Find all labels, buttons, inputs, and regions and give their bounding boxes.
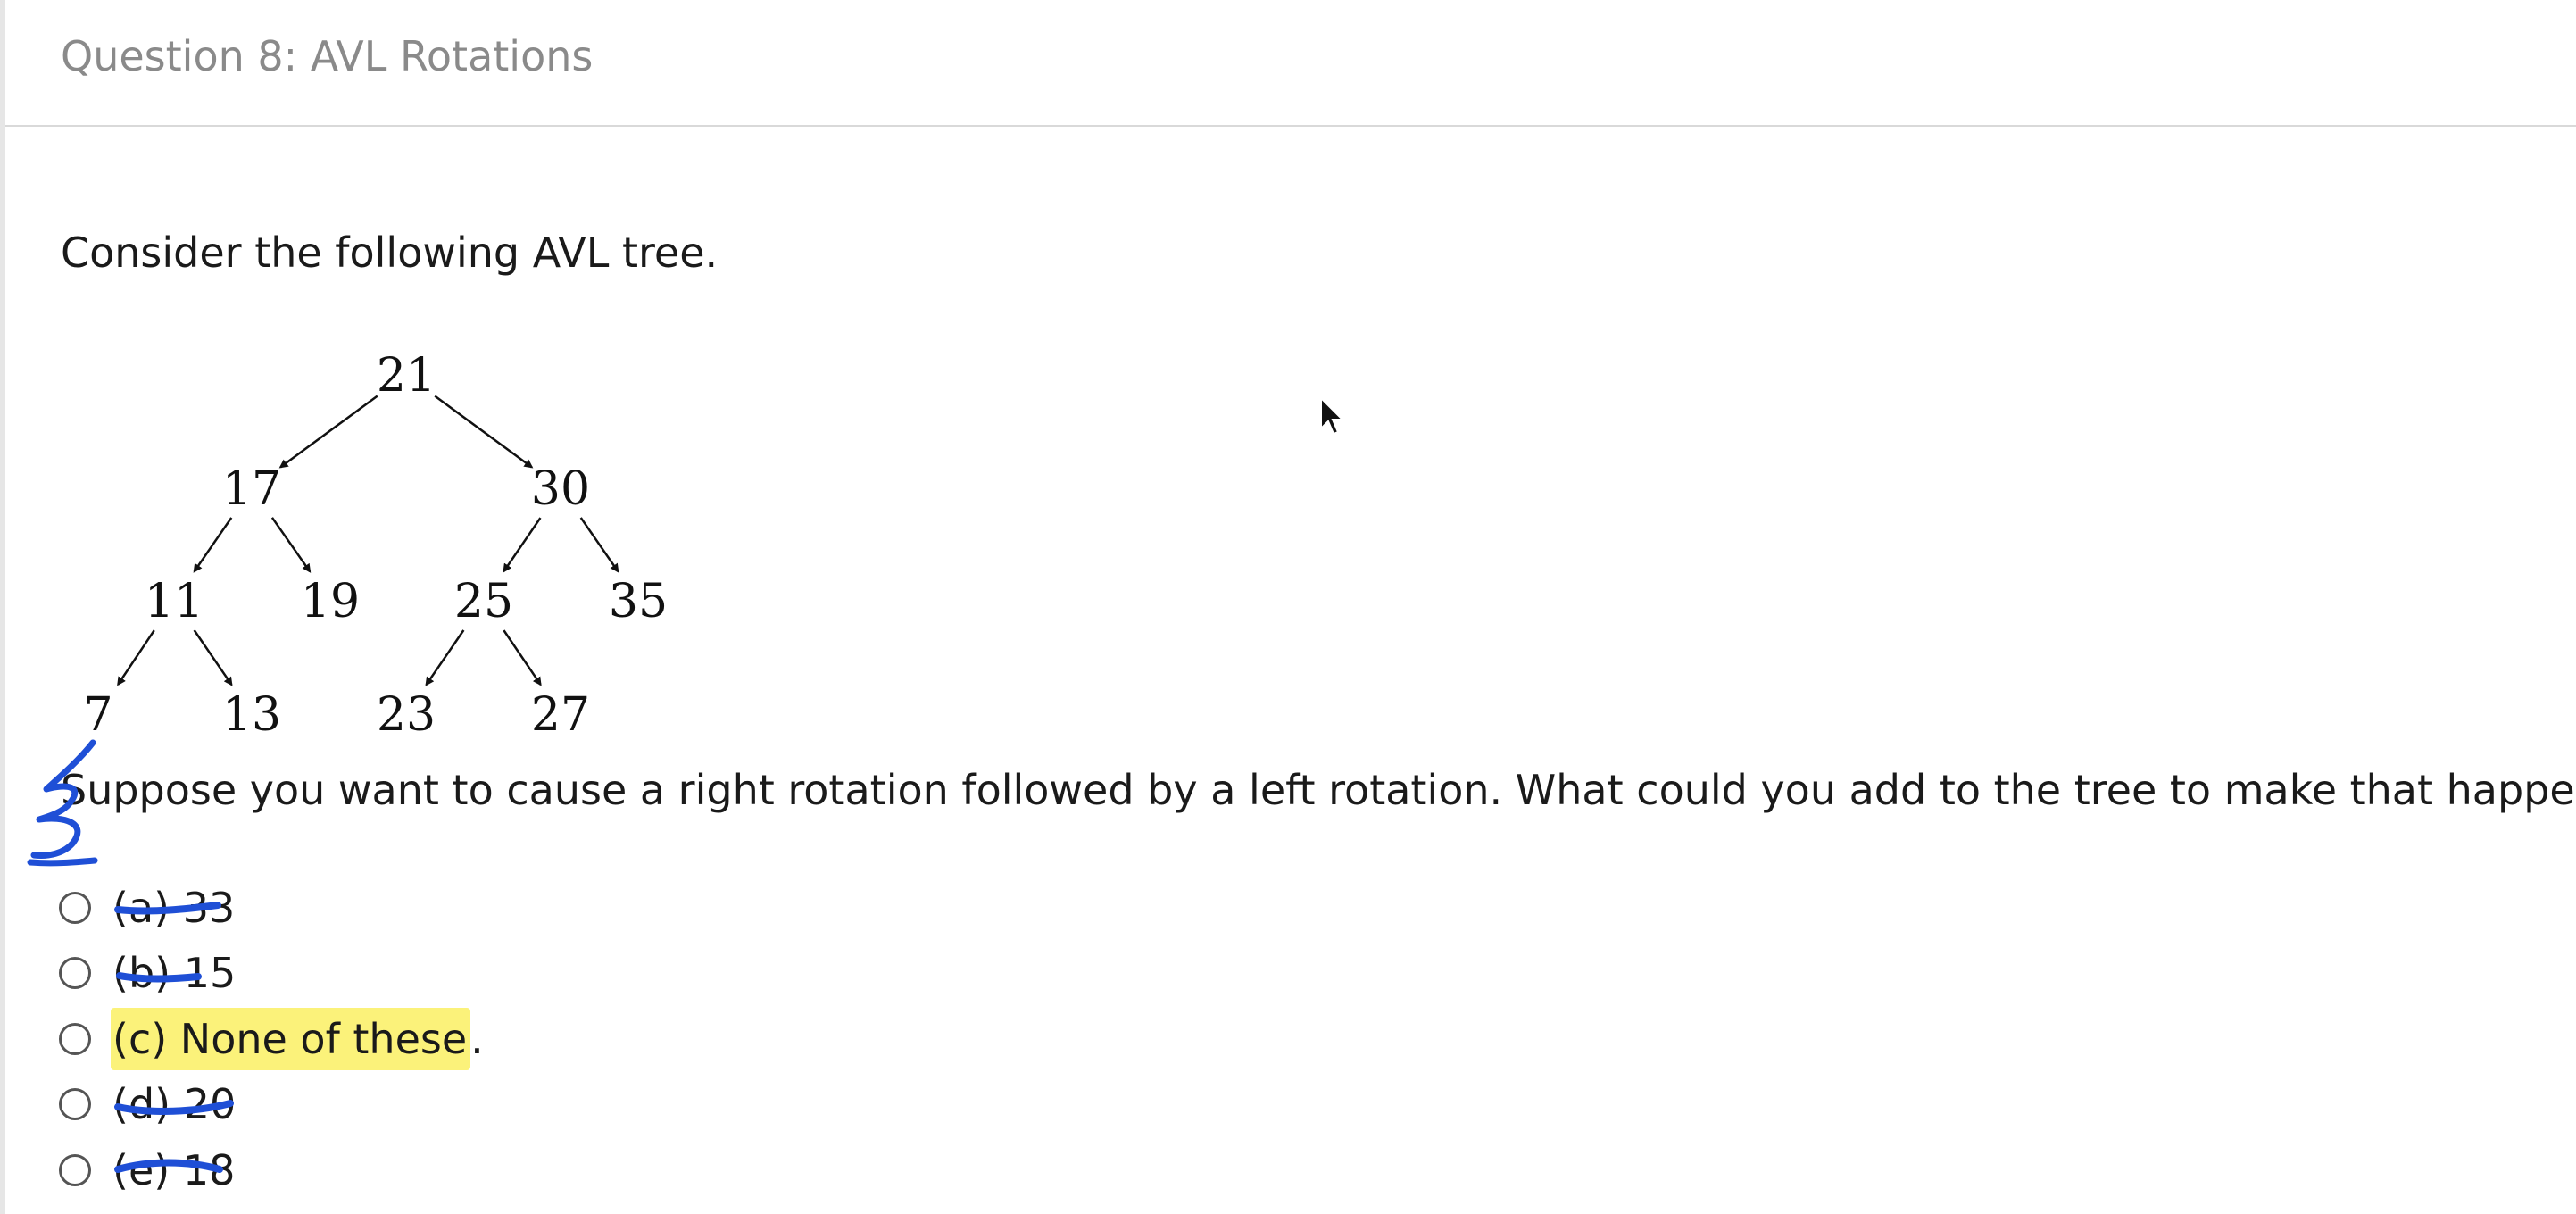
option-label: (d) 20 xyxy=(112,1080,237,1129)
option-label: (b) 15 xyxy=(112,949,237,998)
question-header: Question 8: AVL Rotations xyxy=(5,0,2576,127)
option-label-highlighted: (c) None of these xyxy=(111,1007,471,1070)
option-label: (e) 18 xyxy=(112,1145,236,1194)
tree-node-30: 30 xyxy=(531,462,590,516)
tree-edge-11-7 xyxy=(117,629,155,686)
option-c[interactable]: (c) None of these. xyxy=(59,1006,484,1072)
tree-edge-21-17 xyxy=(278,395,378,469)
option-label: (a) 33 xyxy=(112,883,236,932)
avl-tree-diagram: 21 17 30 11 19 25 35 7 13 23 27 xyxy=(83,349,668,742)
option-e[interactable]: (e) 18 xyxy=(59,1137,484,1203)
tree-node-21: 21 xyxy=(377,349,436,403)
tree-edge-30-25 xyxy=(503,517,542,573)
tree-node-27: 27 xyxy=(531,688,590,742)
option-a[interactable]: (a) 33 xyxy=(59,875,484,941)
tree-node-7: 7 xyxy=(83,688,112,742)
question-text: Suppose you want to cause a right rotati… xyxy=(61,766,2576,814)
answer-options: (a) 33 (b) 15 (c) None of these. (d) 20 … xyxy=(59,875,484,1203)
tree-node-23: 23 xyxy=(377,688,436,742)
option-label-suffix: . xyxy=(470,1014,484,1063)
tree-nodes: 21 17 30 11 19 25 35 7 13 23 27 xyxy=(83,349,668,742)
tree-node-17: 17 xyxy=(222,462,281,516)
tree-node-19: 19 xyxy=(301,575,360,628)
option-b[interactable]: (b) 15 xyxy=(59,941,484,1007)
tree-node-35: 35 xyxy=(609,575,668,628)
radio-button[interactable] xyxy=(59,957,91,990)
tree-edge-25-23 xyxy=(425,629,465,686)
tree-edge-17-19 xyxy=(270,517,312,573)
tree-edge-11-13 xyxy=(193,629,233,686)
radio-button[interactable] xyxy=(59,1022,91,1055)
mouse-cursor-icon xyxy=(1320,396,1345,436)
radio-button[interactable] xyxy=(59,1153,91,1186)
tree-node-25: 25 xyxy=(454,575,513,628)
tree-edge-17-11 xyxy=(193,517,233,573)
tree-node-13: 13 xyxy=(222,688,281,742)
tree-node-11: 11 xyxy=(145,575,204,628)
question-title: Question 8: AVL Rotations xyxy=(61,32,594,80)
tree-edges xyxy=(117,395,619,686)
tree-edge-21-30 xyxy=(434,395,534,469)
option-d[interactable]: (d) 20 xyxy=(59,1072,484,1138)
tree-edge-25-27 xyxy=(503,629,542,686)
tree-edge-30-35 xyxy=(579,517,619,573)
radio-button[interactable] xyxy=(59,891,91,924)
radio-button[interactable] xyxy=(59,1088,91,1121)
question-prompt: Consider the following AVL tree. xyxy=(61,229,719,277)
